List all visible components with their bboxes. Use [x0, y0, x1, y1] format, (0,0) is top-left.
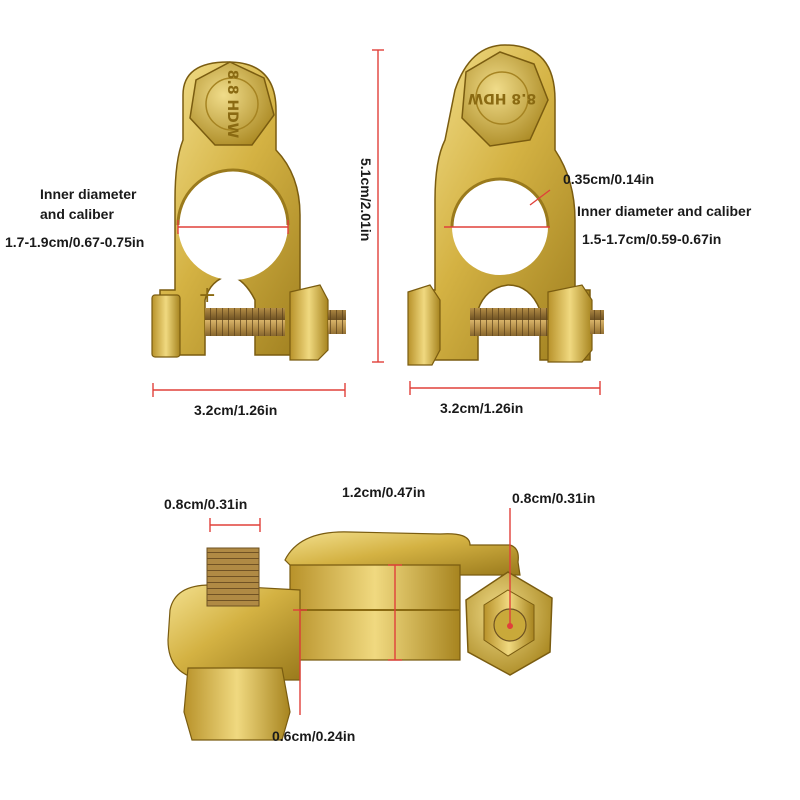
clamp-nut-left: [289, 284, 329, 361]
stud-nut: [183, 667, 291, 741]
nut-center-marker: [507, 623, 513, 629]
bolt-marking-right: 8.8 HDW: [468, 90, 536, 106]
bolt-marking-left: 8.8 HDW: [224, 70, 240, 138]
inner-diameter-title-left-2: and caliber: [40, 206, 114, 222]
bolt-diameter-label: 0.8cm/0.31in: [164, 496, 248, 512]
inner-diameter-title-right: Inner diameter and caliber: [577, 203, 752, 219]
nut-diameter-label: 0.8cm/0.31in: [512, 490, 596, 506]
width-right-label: 3.2cm/1.26in: [440, 400, 524, 416]
width-left-label: 3.2cm/1.26in: [194, 402, 278, 418]
height-label: 5.1cm/2.01in: [358, 158, 374, 242]
terminal-side-view: [167, 531, 553, 741]
terminal-left: 8.8 HDW +: [151, 61, 346, 361]
clamp-nut-right: [547, 284, 593, 363]
polarity-mark: +: [198, 283, 216, 308]
bolt-head-left: [189, 61, 275, 146]
plate-thickness-label: 0.6cm/0.24in: [272, 728, 356, 744]
right-range-label: 1.5-1.7cm/0.59-0.67in: [582, 231, 722, 247]
clamp-screw-left: [205, 308, 285, 336]
clamp-screw-right: [470, 308, 550, 336]
left-range-label: 1.7-1.9cm/0.67-0.75in: [5, 234, 145, 250]
clamp-height-label: 1.2cm/0.47in: [342, 484, 426, 500]
inner-diameter-title-left-1: Inner diameter: [40, 186, 137, 202]
bolt-head-right: [461, 51, 549, 147]
thickness-top-label: 0.35cm/0.14in: [563, 171, 655, 187]
dimension-lines: [152, 49, 601, 715]
threaded-stud: [206, 547, 260, 607]
terminal-right: 8.8 HDW: [407, 44, 604, 366]
